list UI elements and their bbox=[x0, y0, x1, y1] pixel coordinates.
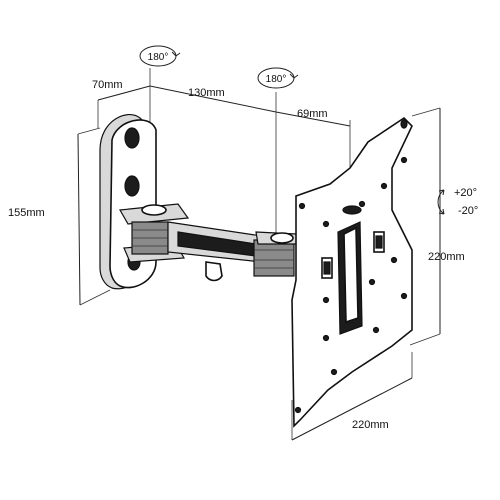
swivel-badge-1: 180° bbox=[139, 45, 181, 67]
swivel-badge-2: 180° bbox=[257, 67, 299, 89]
articulating-arm bbox=[119, 203, 301, 282]
vesa-panel bbox=[291, 116, 413, 428]
tilt-down-label: -20° bbox=[458, 205, 478, 217]
panel-height-label: 220mm bbox=[428, 251, 465, 263]
swivel-2-label: 180° bbox=[266, 74, 287, 85]
swivel-1-label: 180° bbox=[148, 52, 169, 63]
dimension-lines bbox=[77, 68, 441, 441]
wall-depth-label: 70mm bbox=[92, 79, 123, 91]
arm-length-label: 130mm bbox=[188, 87, 225, 99]
tilt-up-label: +20° bbox=[454, 187, 477, 199]
panel-width-label: 220mm bbox=[352, 419, 389, 431]
tilt-indicator bbox=[437, 189, 445, 215]
arm-extension-label: 69mm bbox=[297, 108, 328, 120]
wall-plate bbox=[99, 113, 157, 290]
plate-height-label: 155mm bbox=[8, 207, 45, 219]
